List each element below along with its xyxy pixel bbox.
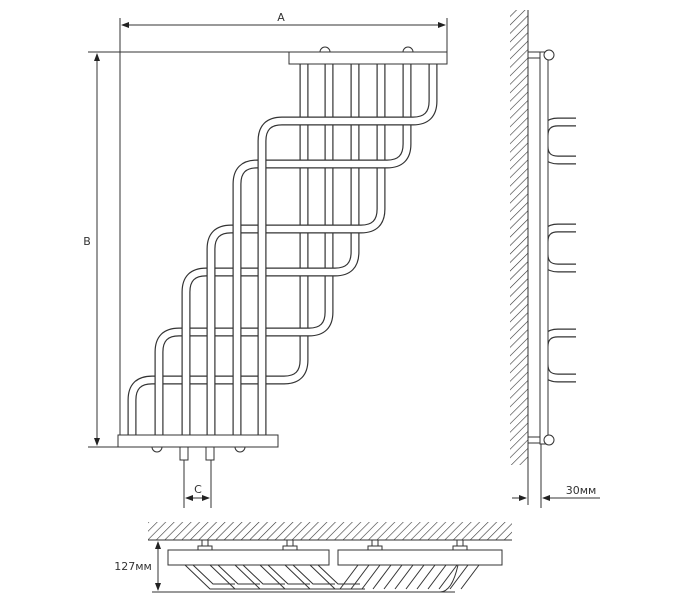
side-knob — [543, 49, 555, 61]
top-view-tubes — [184, 564, 480, 593]
bracket-stem — [456, 539, 464, 547]
bracket-plate — [282, 545, 298, 551]
top-view-rod — [350, 564, 370, 590]
bracket-stem — [201, 539, 209, 547]
connection-pipe — [179, 446, 189, 461]
mount-bump — [319, 46, 331, 53]
top-bar — [288, 51, 448, 65]
top-view-rod — [383, 564, 403, 590]
mount-bump — [402, 46, 414, 53]
top-view-rod — [361, 564, 381, 590]
top-view-tube — [217, 564, 260, 585]
top-view-tube — [259, 564, 315, 590]
front-view: A B C — [83, 11, 448, 508]
top-view-rod — [416, 564, 436, 590]
top-view-tube — [309, 564, 365, 590]
bracket-plate — [197, 545, 213, 551]
connection-pipe — [205, 446, 215, 461]
towel-tube-inner — [258, 60, 437, 440]
towel-tube-inner — [182, 60, 359, 440]
top-view-rod — [339, 564, 359, 590]
brackets — [197, 539, 468, 551]
side-hook-inner — [540, 224, 576, 243]
mount-bump — [151, 446, 163, 453]
top-view-rod — [460, 564, 480, 590]
towel-tube-inner — [233, 60, 411, 440]
bracket-stem — [286, 539, 294, 547]
dimension-b-label: B — [83, 235, 91, 248]
side-hooks — [539, 117, 576, 383]
top-view-tube — [242, 564, 285, 585]
top-view-tube — [292, 564, 335, 585]
dimension-127-label: 127мм — [114, 560, 152, 573]
top-view-rod — [372, 564, 392, 590]
top-view-tube — [209, 564, 265, 590]
side-hook-inner — [540, 118, 576, 137]
tube-group — [127, 60, 438, 440]
top-view-rod — [394, 564, 414, 590]
dimension-a-label: A — [277, 11, 285, 24]
side-hook-inner — [540, 329, 576, 348]
side-knob — [543, 434, 555, 446]
side-hook-inner — [540, 253, 576, 272]
top-view-tube — [317, 564, 360, 585]
towel-tube-inner — [155, 60, 333, 440]
dimension-c-label: C — [194, 483, 202, 496]
bottom-bar — [117, 434, 279, 448]
dimension-30-label: 30мм — [566, 484, 597, 497]
wall-bracket — [527, 436, 541, 444]
mount-bump — [234, 446, 246, 453]
bracket-stem — [371, 539, 379, 547]
top-view-bar-left — [167, 549, 330, 566]
top-view-rod — [449, 564, 469, 590]
towel-tube-inner — [207, 60, 385, 440]
top-view-rod — [405, 564, 425, 590]
towel-tube-inner — [128, 60, 308, 440]
side-hook-inner — [540, 145, 576, 164]
top-view-tube — [284, 564, 340, 590]
top-view-tube — [234, 564, 290, 590]
wall-bracket — [527, 51, 541, 59]
top-view-tube — [192, 564, 235, 585]
bracket-plate — [452, 545, 468, 551]
side-tube — [539, 51, 549, 445]
wall-hatch — [510, 10, 528, 465]
side-hook-inner — [540, 363, 576, 382]
bracket-plate — [367, 545, 383, 551]
side-view: 30мм — [510, 10, 600, 508]
top-view-tube — [267, 564, 310, 585]
wall-hatch — [148, 522, 512, 540]
top-view-rod — [438, 564, 458, 590]
top-view-tube — [184, 564, 240, 590]
top-view: 127мм — [114, 522, 512, 593]
top-view-bar-right — [337, 549, 503, 566]
top-view-rod — [427, 564, 447, 590]
